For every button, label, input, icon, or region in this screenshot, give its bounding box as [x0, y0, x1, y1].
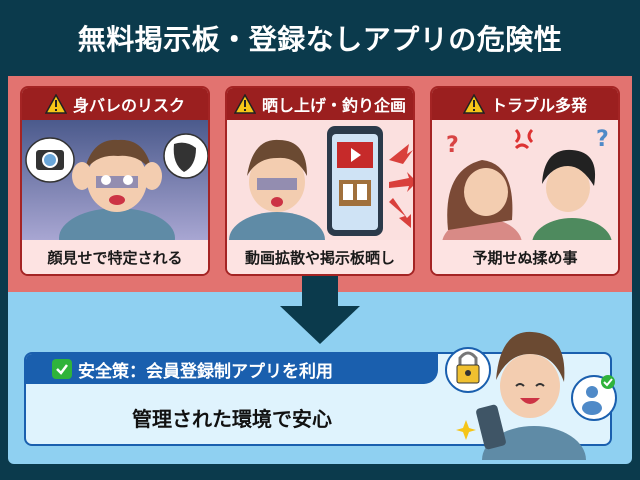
risk-heading: 身バレのリスク	[72, 96, 185, 115]
padlock-icon	[445, 347, 491, 393]
anger-mark-icon	[514, 128, 534, 150]
shocked-boy-illustration	[227, 120, 413, 240]
risk-card-header: 身バレのリスク	[22, 88, 208, 120]
risk-caption: 予期せぬ揉め事	[432, 240, 618, 274]
smiling-boy-illustration	[430, 310, 630, 480]
risk-card-header: 晒し上げ・釣り企画	[227, 88, 413, 120]
arguing-couple-illustration: ? ?	[432, 120, 618, 240]
sparkle-icon	[456, 420, 476, 440]
down-arrow-icon	[280, 276, 360, 344]
risk-heading: 晒し上げ・釣り企画	[261, 96, 406, 115]
risk-section: 身バレのリスク	[8, 76, 632, 292]
risk-card-header: トラブル多発	[432, 88, 618, 120]
page-title: 無料掲示板・登録なしアプリの危険性	[77, 23, 563, 56]
safe-header: 安全策：会員登録制アプリを利用	[26, 354, 438, 384]
risk-caption: 顔見せで特定される	[22, 240, 208, 274]
spread-arrows	[389, 144, 413, 228]
warning-icon	[44, 93, 68, 114]
worried-boy-illustration	[22, 120, 208, 240]
risk-card-trouble: トラブル多発 ? ? 予期せぬ揉め事	[430, 86, 620, 276]
svg-text:?: ?	[596, 127, 609, 152]
risk-heading: トラブル多発	[490, 96, 587, 115]
smartphone	[327, 126, 383, 236]
svg-text:?: ?	[446, 133, 459, 158]
safe-body: 管理された環境で安心	[132, 406, 332, 431]
verified-user-icon	[571, 375, 617, 421]
risk-card-exposure: 晒し上げ・釣り企画	[225, 86, 415, 276]
risk-caption: 動画拡散や掲示板晒し	[227, 240, 413, 274]
risk-card-identity: 身バレのリスク	[20, 86, 210, 276]
check-icon	[52, 359, 72, 379]
safe-heading: 安全策：会員登録制アプリを利用	[78, 361, 333, 382]
mask-icon	[163, 133, 208, 179]
camera-icon	[25, 137, 75, 183]
warning-icon	[233, 93, 257, 114]
warning-icon	[462, 93, 486, 114]
